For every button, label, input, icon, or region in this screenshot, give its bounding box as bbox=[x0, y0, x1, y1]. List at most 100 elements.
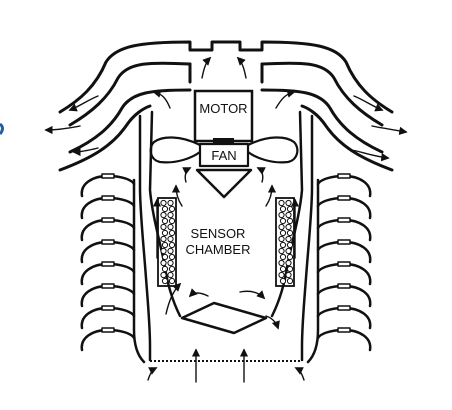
coil-bead bbox=[279, 277, 287, 285]
coil-bead bbox=[286, 277, 294, 285]
coil-bead bbox=[160, 211, 167, 219]
louver-edge-right bbox=[306, 178, 320, 364]
central-diamond bbox=[180, 301, 268, 335]
coil-bead bbox=[279, 205, 287, 213]
coil-bead bbox=[168, 265, 176, 273]
louver bbox=[80, 240, 136, 264]
coil-frame bbox=[157, 197, 177, 287]
sensor-chamber-label-line1: SENSOR bbox=[191, 226, 246, 241]
coil-bead bbox=[167, 223, 174, 231]
coil-bead bbox=[168, 241, 176, 249]
airflow-arrows bbox=[44, 56, 408, 383]
airflow-arrow bbox=[147, 367, 158, 381]
coil-bead bbox=[160, 235, 167, 243]
airflow-arrow bbox=[152, 89, 171, 109]
airflow-arrow bbox=[294, 367, 305, 381]
airflow-arrow bbox=[72, 147, 99, 157]
coil-bead bbox=[285, 223, 292, 231]
coil-bead bbox=[161, 217, 169, 225]
coil-bead bbox=[286, 253, 294, 261]
coil-bead bbox=[161, 265, 169, 273]
coil-bead bbox=[168, 217, 176, 225]
motor: MOTOR bbox=[193, 89, 254, 143]
coil-bead bbox=[161, 205, 169, 213]
airflow-arrow bbox=[256, 167, 266, 183]
coil-bead bbox=[278, 211, 285, 219]
airflow-arrow bbox=[44, 125, 81, 135]
louver-slot bbox=[101, 305, 115, 311]
louvers-left bbox=[80, 173, 146, 364]
louver-slot bbox=[337, 195, 351, 201]
coil-bead bbox=[160, 271, 167, 279]
airflow-arrow bbox=[371, 125, 408, 136]
coil-bead bbox=[167, 259, 174, 267]
coil-bead bbox=[285, 259, 292, 267]
coil-bead bbox=[279, 229, 287, 237]
airflow-arrow bbox=[165, 282, 182, 315]
coil-bead bbox=[160, 247, 167, 255]
louver bbox=[316, 306, 372, 330]
louver-slot bbox=[101, 173, 115, 179]
coil-bead bbox=[285, 271, 292, 279]
deflector-cone bbox=[195, 168, 253, 199]
coil-bead bbox=[278, 247, 285, 255]
airflow-arrow bbox=[171, 184, 183, 207]
louver-slot bbox=[337, 173, 351, 179]
airflow-arrow bbox=[182, 167, 192, 183]
edge-mark bbox=[0, 122, 4, 135]
louver-edge-left bbox=[132, 178, 146, 364]
fan-label: FAN bbox=[211, 148, 236, 163]
louver bbox=[80, 284, 136, 308]
coil-bead bbox=[279, 241, 287, 249]
coil-bead bbox=[286, 217, 294, 225]
louver bbox=[80, 218, 136, 242]
louver bbox=[316, 284, 372, 308]
coil-bead bbox=[285, 247, 292, 255]
coil-bead bbox=[161, 277, 169, 285]
coil-frame bbox=[275, 197, 295, 287]
coil-bead bbox=[285, 235, 292, 243]
fan-blade-right bbox=[246, 136, 299, 164]
louver bbox=[316, 262, 372, 286]
louver-slot bbox=[337, 327, 351, 333]
louver-slot bbox=[337, 283, 351, 289]
airflow-arrow bbox=[188, 288, 209, 298]
louver-slot bbox=[101, 239, 115, 245]
coil-bead bbox=[278, 259, 285, 267]
louver-slot bbox=[101, 327, 115, 333]
louver bbox=[316, 196, 372, 220]
coil-bead bbox=[160, 223, 167, 231]
airflow-arrow bbox=[68, 95, 99, 112]
coil-bead bbox=[168, 253, 176, 261]
coil-bead bbox=[168, 229, 176, 237]
fan-blade-left bbox=[149, 136, 202, 164]
louver bbox=[80, 328, 136, 352]
louver bbox=[80, 174, 136, 198]
louver bbox=[316, 174, 372, 198]
coil-bead bbox=[160, 199, 167, 207]
coil-bead bbox=[278, 235, 285, 243]
coil-bead bbox=[285, 199, 292, 207]
louver-slot bbox=[337, 305, 351, 311]
motor-shaft bbox=[213, 138, 234, 143]
coil-bead bbox=[278, 223, 285, 231]
coil-bead bbox=[167, 199, 174, 207]
coil-bead bbox=[161, 241, 169, 249]
louver bbox=[316, 218, 372, 242]
louver-slot bbox=[101, 217, 115, 223]
louver bbox=[80, 196, 136, 220]
coil-bead bbox=[168, 205, 176, 213]
louver bbox=[316, 240, 372, 264]
coil-bead bbox=[160, 259, 167, 267]
motor-label: MOTOR bbox=[199, 101, 247, 116]
coil-bead bbox=[167, 271, 174, 279]
louver-slot bbox=[337, 261, 351, 267]
coil-bead bbox=[167, 211, 174, 219]
coil-bead bbox=[278, 199, 285, 207]
coil-right bbox=[275, 197, 295, 287]
coil-bead bbox=[167, 247, 174, 255]
louver-slot bbox=[101, 261, 115, 267]
coil-bead bbox=[278, 271, 285, 279]
louver bbox=[80, 306, 136, 330]
